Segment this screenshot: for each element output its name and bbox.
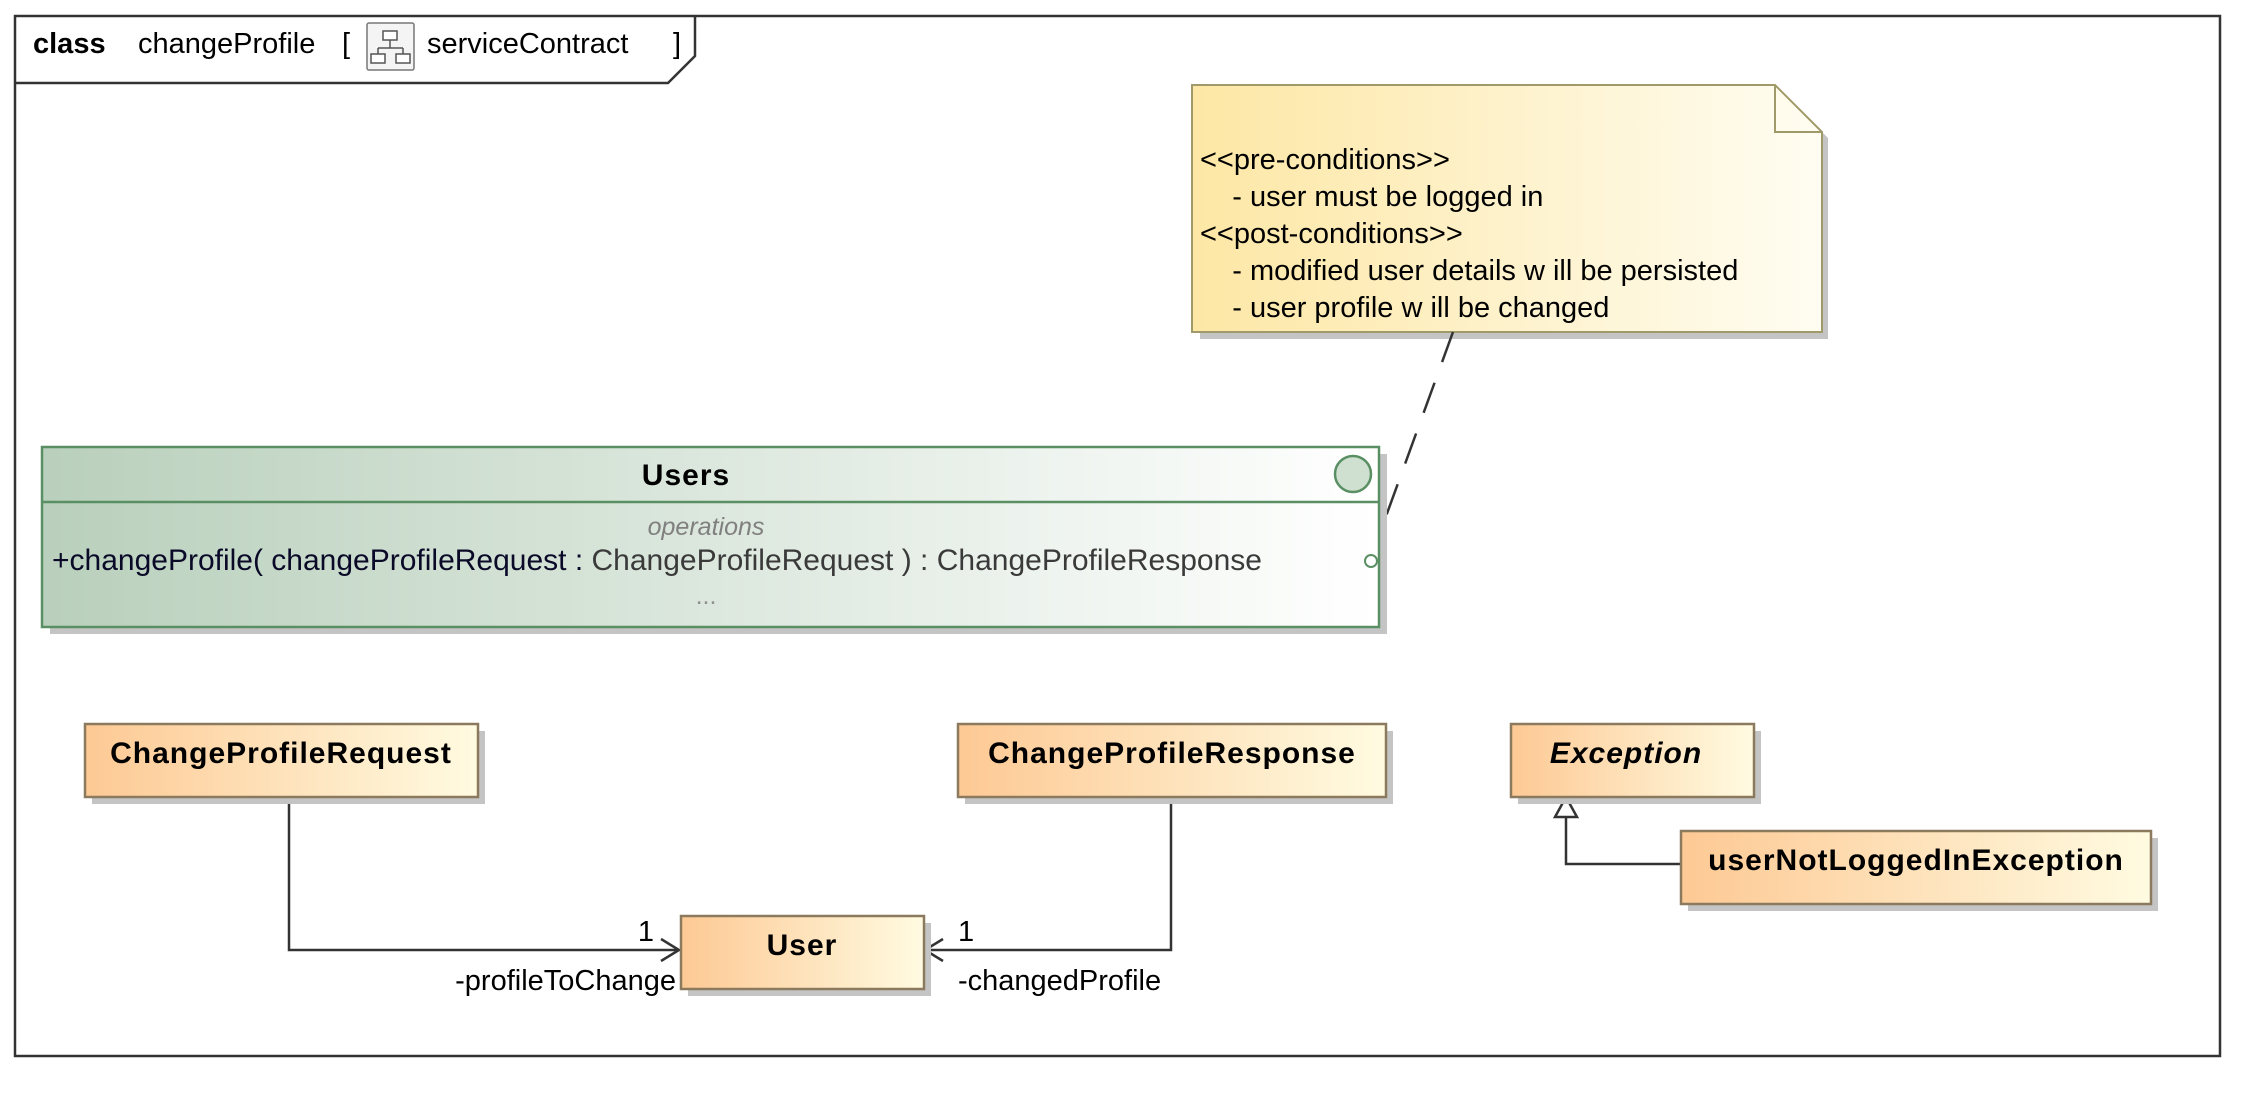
request-multiplicity: 1 xyxy=(638,916,654,948)
frame-name: changeProfile xyxy=(138,28,315,60)
frame-bracket-open: [ xyxy=(342,28,350,60)
class-change-profile-response[interactable]: ChangeProfileResponse xyxy=(956,722,1393,804)
note-line: - user profile w ill be changed xyxy=(1200,292,1609,324)
frame-border xyxy=(13,14,2222,1058)
package-diagram-icon xyxy=(366,22,415,71)
note-line: - user must be logged in xyxy=(1200,181,1543,213)
note-line: <<pre-conditions>> xyxy=(1200,144,1450,176)
note-body xyxy=(1191,84,1823,333)
class-box xyxy=(679,914,926,991)
class-name: ChangeProfileResponse xyxy=(988,737,1356,770)
operation-return-type: ChangeProfileResponse xyxy=(937,544,1262,577)
class-user-not-logged-in-exception[interactable]: userNotLoggedInException xyxy=(1679,829,2158,911)
association-response-user: 1 -changedProfile xyxy=(922,797,1173,997)
operation-mid: ) : xyxy=(893,544,936,577)
note-line: - modified user details w ill be persist… xyxy=(1200,255,1738,287)
operation-signature: +changeProfile( changeProfileRequest : xyxy=(52,544,592,577)
class-box xyxy=(1679,829,2153,906)
diagram-frame: class changeProfile [ serviceContract ] xyxy=(13,14,2222,1058)
class-box xyxy=(83,722,480,799)
request-role: -profileToChange xyxy=(455,965,676,997)
constraint-note[interactable]: <<pre-conditions>> - user must be logged… xyxy=(0,0,1828,339)
class-change-profile-request[interactable]: ChangeProfileRequest xyxy=(83,722,485,804)
class-user[interactable]: User xyxy=(679,914,931,996)
class-name: User xyxy=(767,929,838,962)
note-line: <<post-conditions>> xyxy=(1200,218,1463,250)
change-profile-operation[interactable]: +changeProfile( changeProfileRequest : C… xyxy=(52,544,1262,577)
class-name: Exception xyxy=(1550,737,1702,770)
class-name: userNotLoggedInException xyxy=(1708,844,2124,877)
users-title: Users xyxy=(642,459,730,492)
frame-context: serviceContract xyxy=(427,28,628,60)
interface-icon xyxy=(1333,454,1373,494)
operations-ellipsis: ... xyxy=(696,582,717,610)
response-role: -changedProfile xyxy=(958,965,1161,997)
generalization-line xyxy=(1564,817,1681,866)
operation-param-type: ChangeProfileRequest xyxy=(592,544,895,577)
association-line xyxy=(287,797,678,952)
association-request-user: 1 -profileToChange xyxy=(287,797,682,997)
note-text: <<pre-conditions>> - user must be logged… xyxy=(0,0,1795,324)
frame-tab xyxy=(15,16,697,85)
generalization-exception xyxy=(1552,794,1681,866)
users-box xyxy=(40,445,1381,629)
class-box xyxy=(1509,722,1756,799)
frame-keyword: class xyxy=(33,28,106,60)
association-line xyxy=(926,797,1173,952)
class-exception[interactable]: Exception xyxy=(1509,722,1761,804)
note-anchor-line xyxy=(1379,331,1455,531)
operations-section-label: operations xyxy=(648,513,765,541)
operation-visibility-icon xyxy=(1364,554,1378,568)
open-arrow-icon xyxy=(660,937,682,963)
class-box xyxy=(956,722,1388,799)
note-fold xyxy=(1774,85,1822,133)
class-name: ChangeProfileRequest xyxy=(110,737,452,770)
frame-bracket-close: ] xyxy=(673,28,681,60)
response-multiplicity: 1 xyxy=(958,916,974,948)
users-interface[interactable]: Users operations +changeProfile( changeP… xyxy=(40,445,1387,634)
hollow-triangle-icon xyxy=(1552,794,1580,819)
